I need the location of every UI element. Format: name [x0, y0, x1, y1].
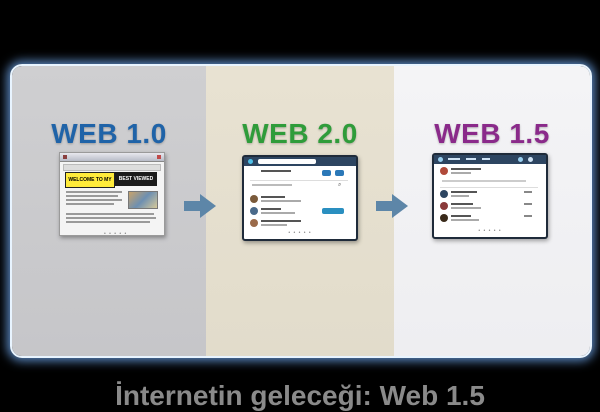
panel-web-1-5: WEB 1.5 — [376, 66, 590, 356]
arrow-right-icon — [376, 194, 408, 218]
pagination-dots: • • • • • — [288, 230, 312, 236]
post-button — [335, 170, 344, 176]
panel-title-web-1-5: WEB 1.5 — [434, 118, 550, 149]
page-image — [128, 191, 158, 209]
compose-row — [250, 169, 346, 178]
close-icon — [157, 155, 161, 159]
post-row — [440, 167, 536, 176]
text-line — [66, 195, 118, 197]
web-2-0-browser-mockup: ⌕ • • • • • — [242, 155, 358, 241]
web-1-0-browser-mockup: WELCOME TO MY PAGE BEST VIEWED • • • • • — [59, 152, 165, 237]
search-icon: ⌕ — [338, 182, 342, 188]
panel-title-web-1-0: WEB 1.0 — [51, 118, 167, 149]
pagination-dots: • • • • • — [478, 228, 502, 234]
panel-web-1-0: WEB 1.0 WELCOME TO MY PAGE BEST VIEWED •… — [12, 66, 206, 356]
text-line — [66, 199, 122, 201]
feed-item — [440, 202, 536, 211]
feed-item — [250, 195, 346, 204]
follow-button — [322, 208, 344, 214]
text-line — [66, 191, 122, 193]
pagination-dots: • • • • • — [104, 231, 128, 237]
text-line — [66, 213, 154, 215]
profile-icon — [528, 157, 533, 162]
window-control-icon — [63, 155, 67, 159]
app-header — [434, 155, 546, 164]
avatar — [250, 195, 258, 203]
caption-title: İnternetin geleceği: Web 1.5 — [115, 380, 485, 411]
feed-item — [440, 214, 536, 223]
search-row: ⌕ — [250, 182, 346, 192]
best-viewed-badge: BEST VIEWED — [115, 172, 157, 186]
avatar — [250, 219, 258, 227]
avatar — [440, 190, 448, 198]
panel-web-2-0: WEB 2.0 ⌕ — [184, 66, 394, 356]
app-logo-icon — [438, 157, 443, 162]
panel-title-web-2-0: WEB 2.0 — [242, 118, 358, 149]
avatar — [440, 214, 448, 222]
web-1-5-browser-mockup: • • • • • — [432, 153, 548, 239]
avatar — [440, 167, 448, 175]
app-logo-icon — [248, 159, 253, 164]
feed-item — [250, 207, 346, 216]
avatar — [250, 207, 258, 215]
search-row — [440, 179, 536, 188]
search-bar — [258, 159, 316, 164]
feed-item — [440, 190, 536, 199]
text-line — [66, 217, 156, 219]
address-bar — [63, 164, 161, 171]
app-header — [244, 157, 356, 166]
avatar — [440, 202, 448, 210]
feed-item — [250, 219, 346, 228]
text-line — [66, 203, 114, 205]
arrow-right-icon — [184, 194, 216, 218]
browser-titlebar — [60, 153, 164, 162]
share-button — [322, 170, 331, 176]
comparison-frame: WEB 1.0 WELCOME TO MY PAGE BEST VIEWED •… — [10, 64, 592, 358]
text-line — [66, 221, 150, 223]
notification-icon — [518, 157, 523, 162]
welcome-banner: WELCOME TO MY PAGE — [65, 172, 115, 188]
